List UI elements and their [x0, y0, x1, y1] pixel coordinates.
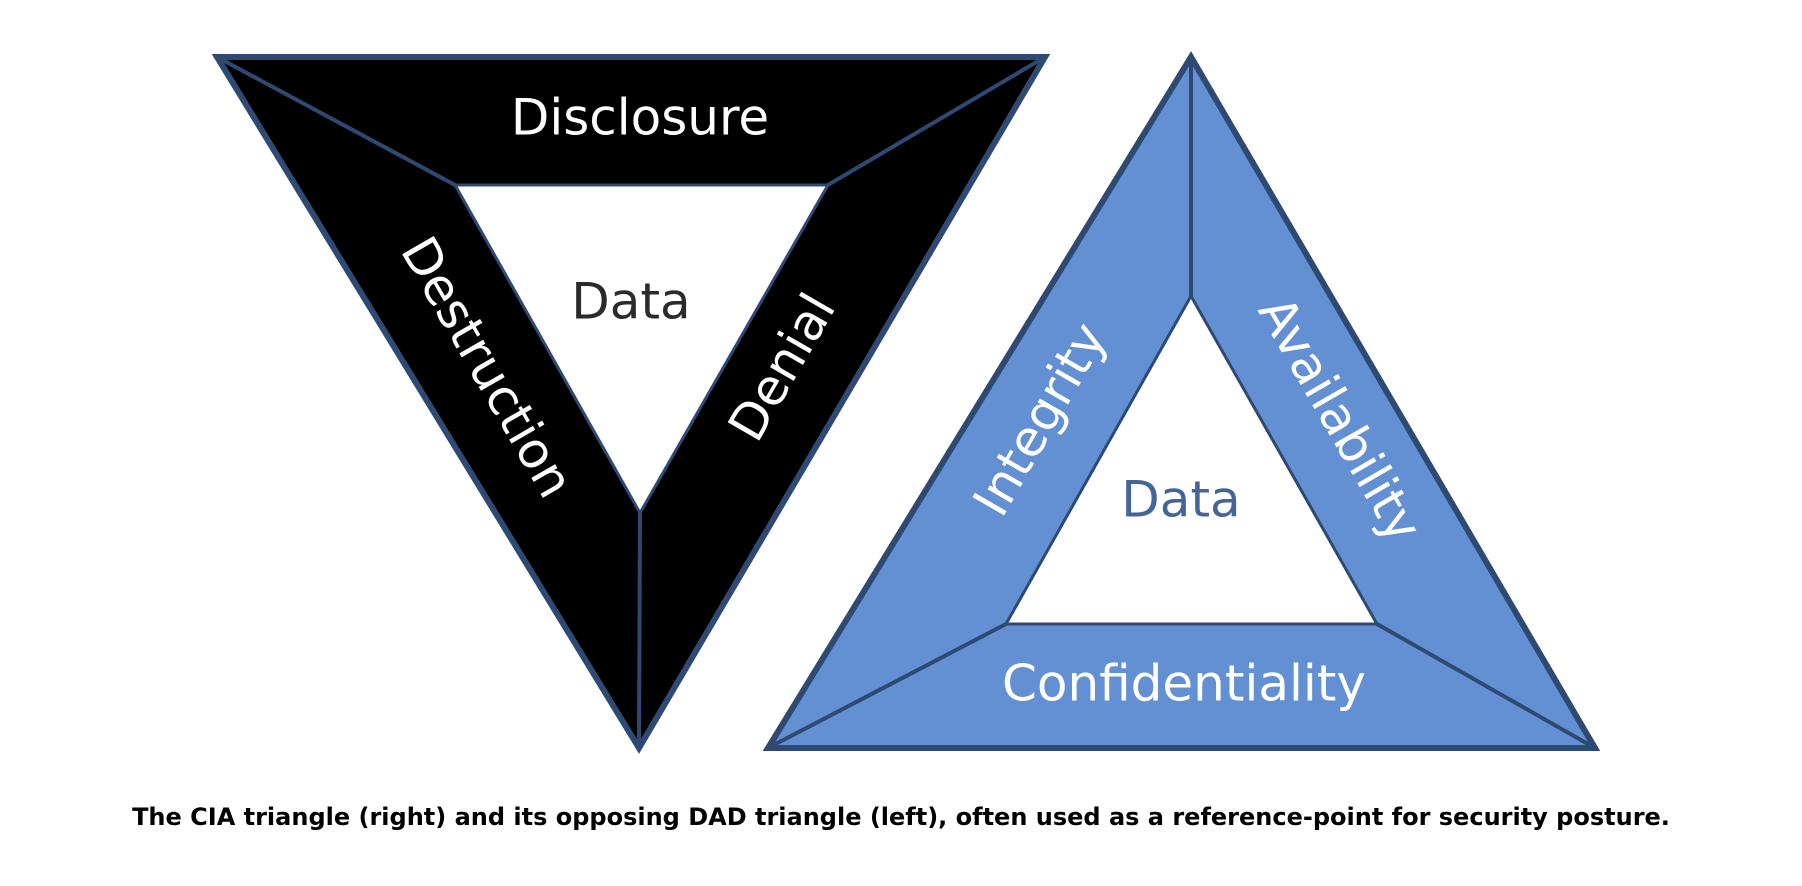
cia-divider-bottom-right: [1376, 622, 1596, 750]
figure-caption: The CIA triangle (right) and its opposin…: [132, 803, 1670, 831]
cia-label-confidentiality: Confidentiality: [1002, 655, 1366, 713]
cia-triangle: Integrity Availability Confidentiality D…: [762, 51, 1601, 751]
dad-inner-triangle: [452, 183, 831, 517]
dad-divider-top-left: [216, 55, 456, 187]
dad-triangle: Disclosure Destruction Denial Data: [211, 54, 1051, 754]
dad-center-data: Data: [571, 273, 690, 331]
dad-divider-bottom: [637, 512, 642, 749]
cia-divider-bottom-left: [767, 622, 1007, 750]
dad-divider-top-right: [826, 55, 1047, 187]
dad-label-disclosure: Disclosure: [511, 89, 769, 147]
cia-center-data: Data: [1121, 471, 1240, 529]
cia-inner-triangle: [1003, 292, 1380, 626]
